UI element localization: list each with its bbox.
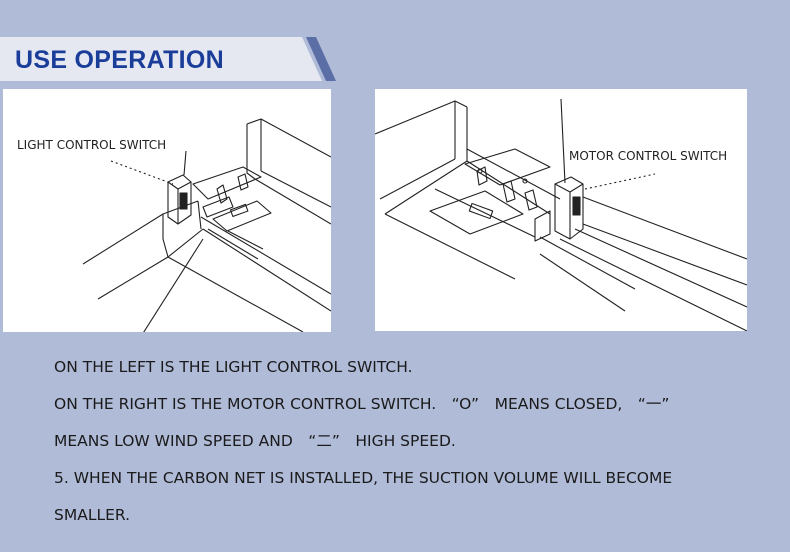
hood-drawing-right bbox=[375, 98, 747, 331]
figure-motor-control-switch: MOTOR CONTROL SWITCH bbox=[375, 89, 747, 331]
title-banner bbox=[0, 37, 322, 81]
hood-drawing-left bbox=[82, 118, 331, 332]
instruction-line: ON THE RIGHT IS THE MOTOR CONTROL SWITCH… bbox=[54, 395, 670, 413]
instruction-line: MEANS LOW WIND SPEED AND “二” HIGH SPEED. bbox=[54, 432, 456, 450]
light-control-switch-label: LIGHT CONTROL SWITCH bbox=[17, 138, 167, 152]
page-title: USE OPERATION bbox=[15, 46, 225, 74]
instruction-line: ON THE LEFT IS THE LIGHT CONTROL SWITCH. bbox=[54, 358, 413, 376]
instruction-line: 5. WHEN THE CARBON NET IS INSTALLED, THE… bbox=[54, 469, 673, 487]
figure-light-control-switch: LIGHT CONTROL SWITCH bbox=[3, 89, 331, 332]
instruction-line: SMALLER. bbox=[54, 506, 131, 524]
motor-control-switch-label: MOTOR CONTROL SWITCH bbox=[569, 149, 728, 163]
instructions-text: ON THE LEFT IS THE LIGHT CONTROL SWITCH.… bbox=[54, 349, 754, 534]
